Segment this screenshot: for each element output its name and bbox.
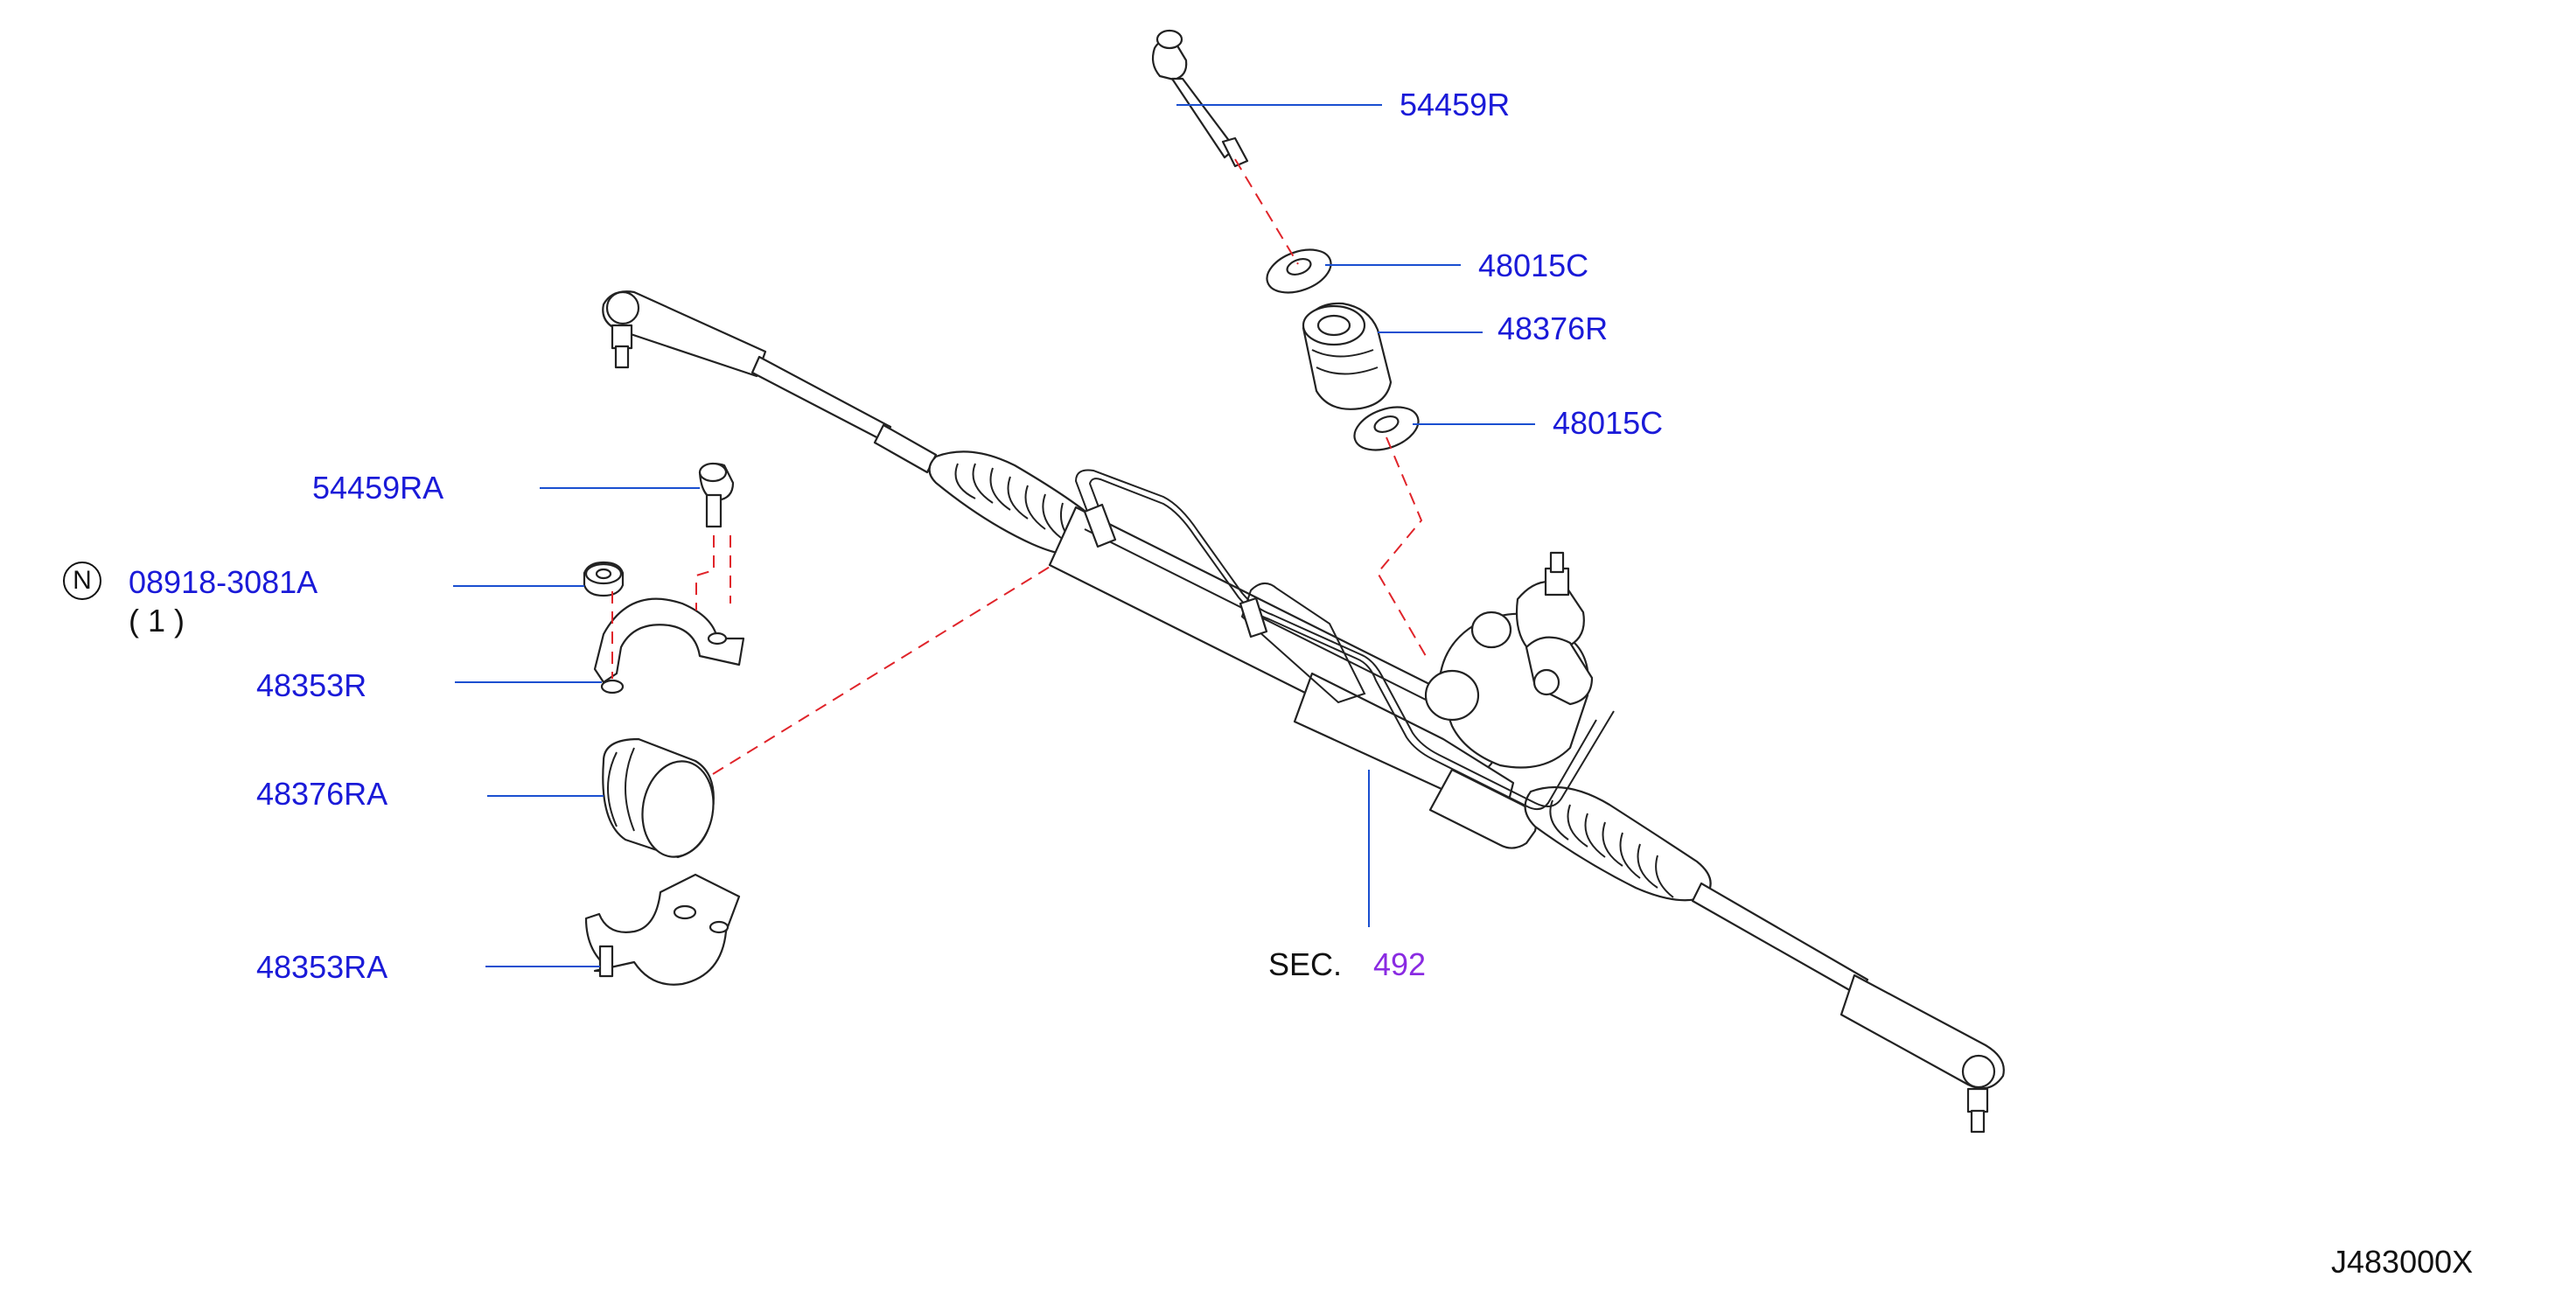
washer-48015C-lower [1353,406,1420,451]
part-label-54459R[interactable]: 54459R [1400,87,1511,122]
steering-rack-assembly [602,290,2005,1134]
sec-reference-prefix: SEC. [1268,946,1343,982]
part-label-48015C-upper[interactable]: 48015C [1478,248,1589,283]
bolt-54459RA [698,462,735,528]
diagram-id: J483000X [2331,1244,2474,1280]
clamp-48353RA [584,873,741,986]
part-label-48353RA[interactable]: 48353RA [256,949,388,985]
part-label-48353R[interactable]: 48353R [256,667,367,703]
clamp-48353R [593,597,745,694]
part-qty-08918-3081A: ( 1 ) [129,603,185,639]
part-label-48015C-lower[interactable]: 48015C [1553,405,1664,441]
hydraulic-lines [1074,469,1615,811]
note-n-marker: N [63,562,101,600]
nut-08918-3081A [583,561,625,597]
pinion-valve-housing [1424,551,1594,769]
part-label-54459RA[interactable]: 54459RA [312,470,444,506]
part-label-08918-3081A[interactable]: 08918-3081A [129,564,318,600]
part-label-48376R[interactable]: 48376R [1497,311,1609,346]
washer-48015C-upper [1266,248,1332,294]
leader-lines [453,104,1535,967]
bushing-48376R [1302,302,1393,410]
part-label-48376RA[interactable]: 48376RA [256,776,388,812]
sec-reference-link[interactable]: 492 [1373,946,1427,982]
bushing-48376RA [602,737,715,859]
assembly-guides [611,158,1427,775]
bolt-54459R [1151,29,1249,168]
